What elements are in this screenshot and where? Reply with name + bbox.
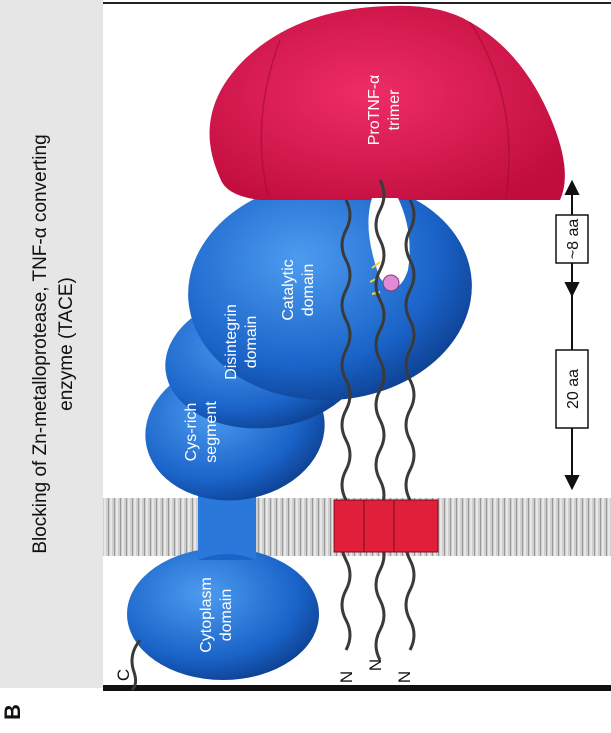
protnf-transmembrane-segments bbox=[334, 500, 438, 552]
arrow-20aa-head-bottom bbox=[566, 476, 578, 488]
caption-line-1: Blocking of Zn-metalloprotease, TNF-α co… bbox=[30, 134, 51, 553]
arrow-8aa-head-top bbox=[566, 182, 578, 194]
catalytic-label-1: Catalytic bbox=[280, 259, 297, 320]
n-terminus-label-2: N bbox=[366, 659, 385, 671]
protnf-label-2: trimer bbox=[386, 89, 403, 131]
catalytic-label-2: domain bbox=[300, 264, 317, 316]
c-terminus-tail bbox=[132, 640, 140, 690]
n-terminus-label-3: N bbox=[395, 671, 414, 683]
cys-rich-label-2: segment bbox=[203, 401, 220, 463]
protnf-label-1: ProTNF-α bbox=[366, 75, 383, 146]
n-terminus-label-1: N bbox=[337, 671, 356, 683]
span-8aa-label: ~8 aa bbox=[565, 219, 582, 260]
zinc-ion bbox=[383, 275, 399, 291]
tm-box-2 bbox=[364, 500, 394, 552]
span-20aa-label: 20 aa bbox=[565, 369, 582, 409]
caption-line-2: enzyme (TACE) bbox=[56, 277, 77, 411]
cytoplasm-label-1: Cytoplasm bbox=[198, 577, 215, 653]
cys-rich-label-1: Cys-rich bbox=[183, 403, 200, 462]
disintegrin-label-2: domain bbox=[243, 316, 260, 368]
tm-box-3 bbox=[394, 500, 438, 552]
tm-box-1 bbox=[334, 500, 364, 552]
panel-letter: B bbox=[0, 704, 25, 720]
disintegrin-label-1: Disintegrin bbox=[223, 304, 240, 380]
arrow-8aa-head-bottom bbox=[566, 283, 578, 295]
c-terminus-label: C bbox=[114, 669, 133, 681]
caption-panel bbox=[0, 0, 103, 688]
cytoplasm-label-2: domain bbox=[218, 589, 235, 641]
